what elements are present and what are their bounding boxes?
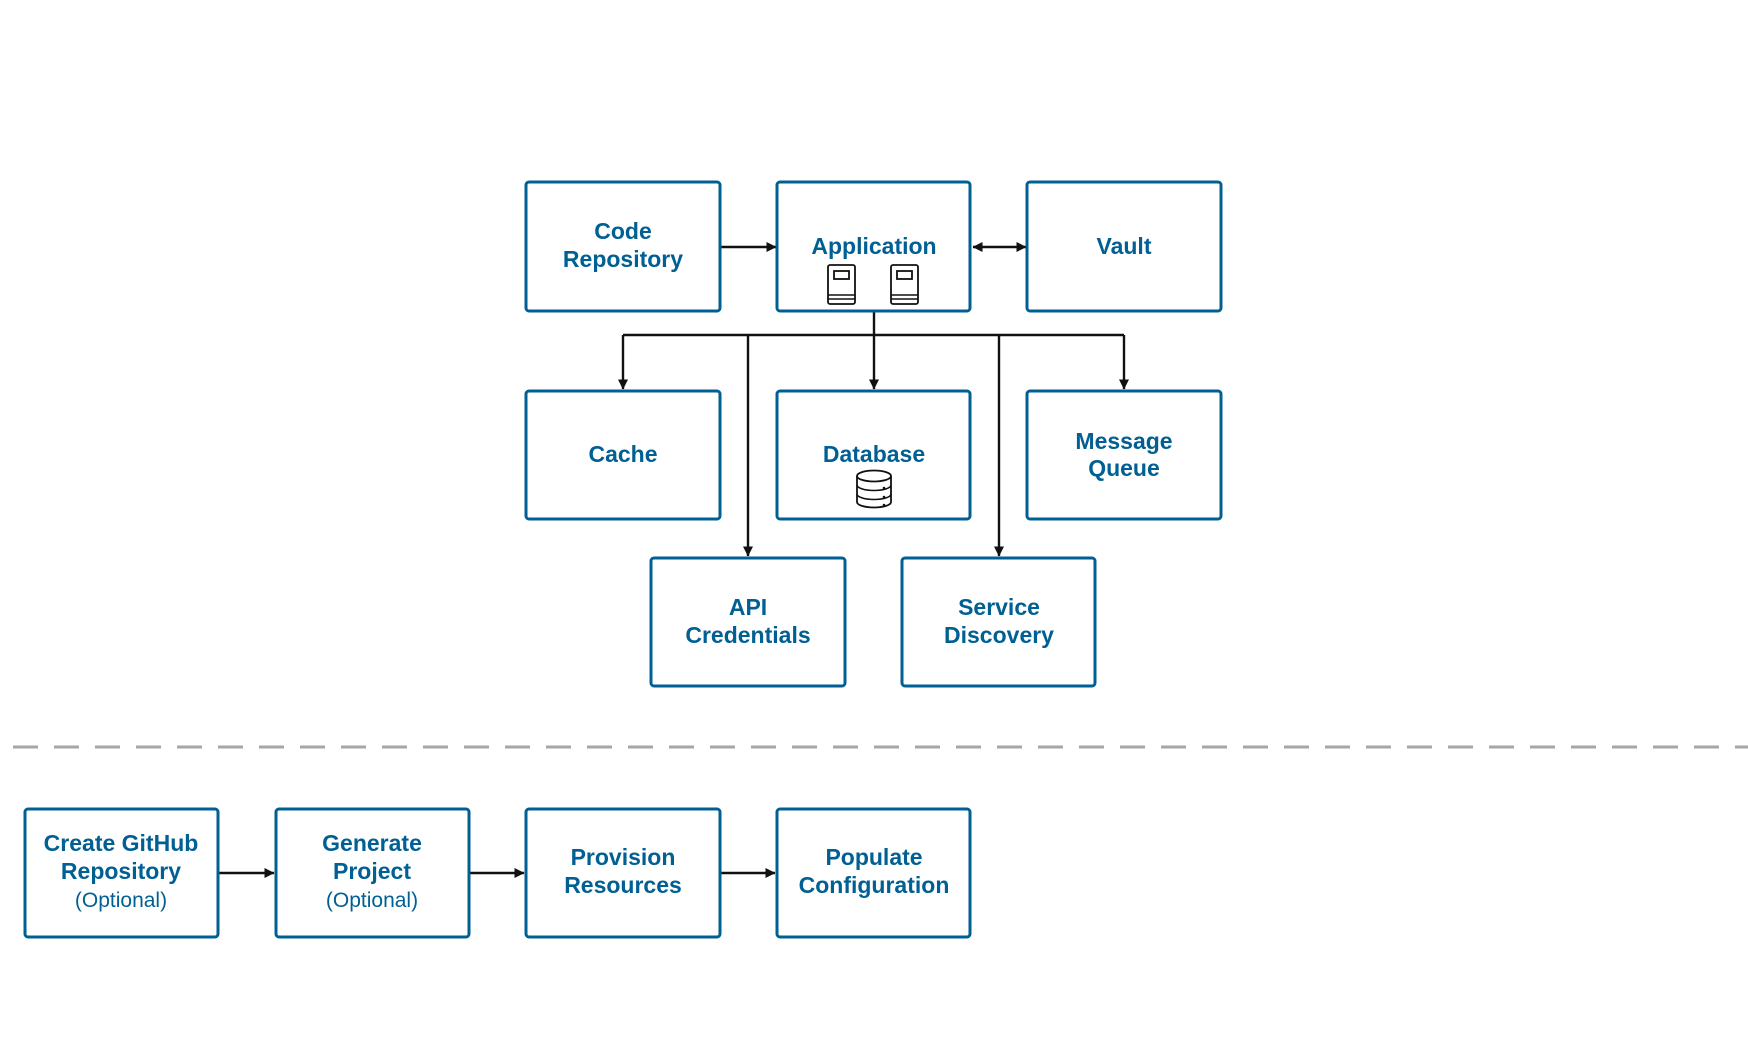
step-note: (Optional) — [326, 889, 418, 912]
node-label: Application — [811, 233, 936, 259]
node-application: Application — [775, 180, 972, 313]
node-label: Cache — [588, 441, 657, 467]
step-label: Configuration — [799, 872, 950, 898]
workflow-step-create-github-repository: Create GitHub Repository (Optional) — [23, 807, 220, 939]
node-label: Vault — [1097, 233, 1152, 259]
node-label: Repository — [563, 246, 683, 272]
node-label: Service — [958, 594, 1040, 620]
node-label: Queue — [1088, 455, 1160, 481]
step-label: Project — [333, 858, 411, 884]
node-label: API — [729, 594, 767, 620]
step-label: Resources — [564, 872, 682, 898]
workflow-step-populate-configuration: Populate Configuration — [775, 807, 972, 939]
step-label: Create GitHub — [44, 830, 199, 856]
step-label: Populate — [825, 844, 922, 870]
server-icon — [890, 264, 919, 305]
step-label: Repository — [61, 858, 181, 884]
workflow-step-provision-resources: Provision Resources — [524, 807, 722, 939]
node-label: Message — [1075, 428, 1172, 454]
node-code-repository: Code Repository — [524, 180, 722, 313]
node-label: Code — [594, 218, 652, 244]
step-note: (Optional) — [75, 889, 167, 912]
node-label: Discovery — [944, 622, 1054, 648]
node-vault: Vault — [1025, 180, 1223, 313]
node-label: Database — [823, 441, 925, 467]
step-label: Generate — [322, 830, 422, 856]
connectors — [219, 242, 1129, 878]
workflow-step-generate-project: Generate Project (Optional) — [274, 807, 471, 939]
node-cache: Cache — [524, 389, 722, 521]
server-icon — [827, 264, 856, 305]
node-service-discovery: Service Discovery — [900, 556, 1097, 688]
step-label: Provision — [571, 844, 676, 870]
node-api-credentials: API Credentials — [649, 556, 847, 688]
node-message-queue: Message Queue — [1025, 389, 1223, 521]
node-label: Credentials — [685, 622, 810, 648]
node-database: Database — [775, 389, 972, 521]
database-icon — [856, 469, 892, 509]
